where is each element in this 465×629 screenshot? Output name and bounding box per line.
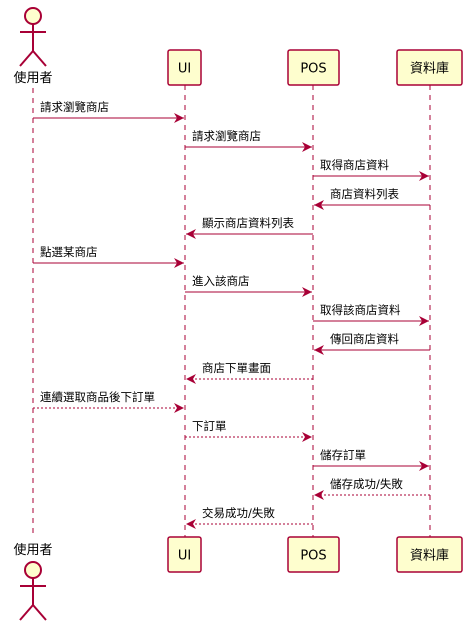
message-arrow: 進入該商店: [185, 274, 312, 297]
participant-label: UI: [178, 62, 191, 77]
message-arrow: 連續選取商品後下訂單: [33, 390, 184, 413]
message-label: 請求瀏覽商店: [40, 100, 109, 114]
actor-icon: [19, 561, 47, 621]
participant-box-top-ui: UI: [167, 49, 202, 86]
actor-icon: [19, 7, 47, 67]
message-label: 連續選取商品後下訂單: [40, 390, 155, 404]
message-arrow: 交易成功/失敗: [186, 506, 313, 529]
message-arrow: 請求瀏覽商店: [185, 129, 312, 152]
message-label: 點選某商店: [40, 245, 98, 259]
message-arrow: 儲存訂單: [313, 448, 429, 471]
message-label: 商店下單畫面: [202, 361, 271, 375]
message-label: 儲存成功/失敗: [330, 477, 403, 491]
participant-label-bottom-user: 使用者: [13, 542, 52, 558]
message-arrow: 請求瀏覽商店: [33, 100, 184, 123]
message-label: 傳回商店資料: [330, 332, 399, 346]
participant-label-top-user: 使用者: [13, 70, 52, 86]
participant-label: UI: [178, 549, 191, 564]
message-arrow: 點選某商店: [33, 245, 184, 268]
message-arrow: 商店資料列表: [314, 187, 430, 210]
message-label: 商店資料列表: [330, 187, 399, 201]
message-label: 儲存訂單: [320, 448, 366, 462]
participant-label: 資料庫: [410, 62, 449, 77]
message-arrow: 儲存成功/失敗: [314, 477, 430, 500]
message-label: 取得該商店資料: [320, 303, 401, 317]
message-label: 交易成功/失敗: [202, 506, 275, 520]
participant-label: 資料庫: [410, 549, 449, 564]
participant-box-top-pos: POS: [287, 49, 340, 86]
message-arrow: 顯示商店資料列表: [186, 216, 313, 239]
message-label: 請求瀏覽商店: [192, 129, 261, 143]
participant-label: POS: [300, 549, 326, 564]
message-arrow: 傳回商店資料: [314, 332, 430, 355]
message-label: 下訂單: [192, 419, 227, 433]
message-arrow: 取得該商店資料: [313, 303, 429, 326]
message-arrow: 商店下單畫面: [186, 361, 313, 384]
participant-box-top-db: 資料庫: [396, 49, 463, 86]
message-label: 取得商店資料: [320, 158, 389, 172]
participant-box-bottom-pos: POS: [287, 536, 340, 573]
message-label: 顯示商店資料列表: [202, 216, 294, 230]
message-arrow: 取得商店資料: [313, 158, 429, 181]
participant-box-bottom-ui: UI: [167, 536, 202, 573]
participant-box-bottom-db: 資料庫: [396, 536, 463, 573]
message-label: 進入該商店: [192, 274, 250, 288]
message-arrow: 下訂單: [185, 419, 312, 442]
participant-label: POS: [300, 62, 326, 77]
